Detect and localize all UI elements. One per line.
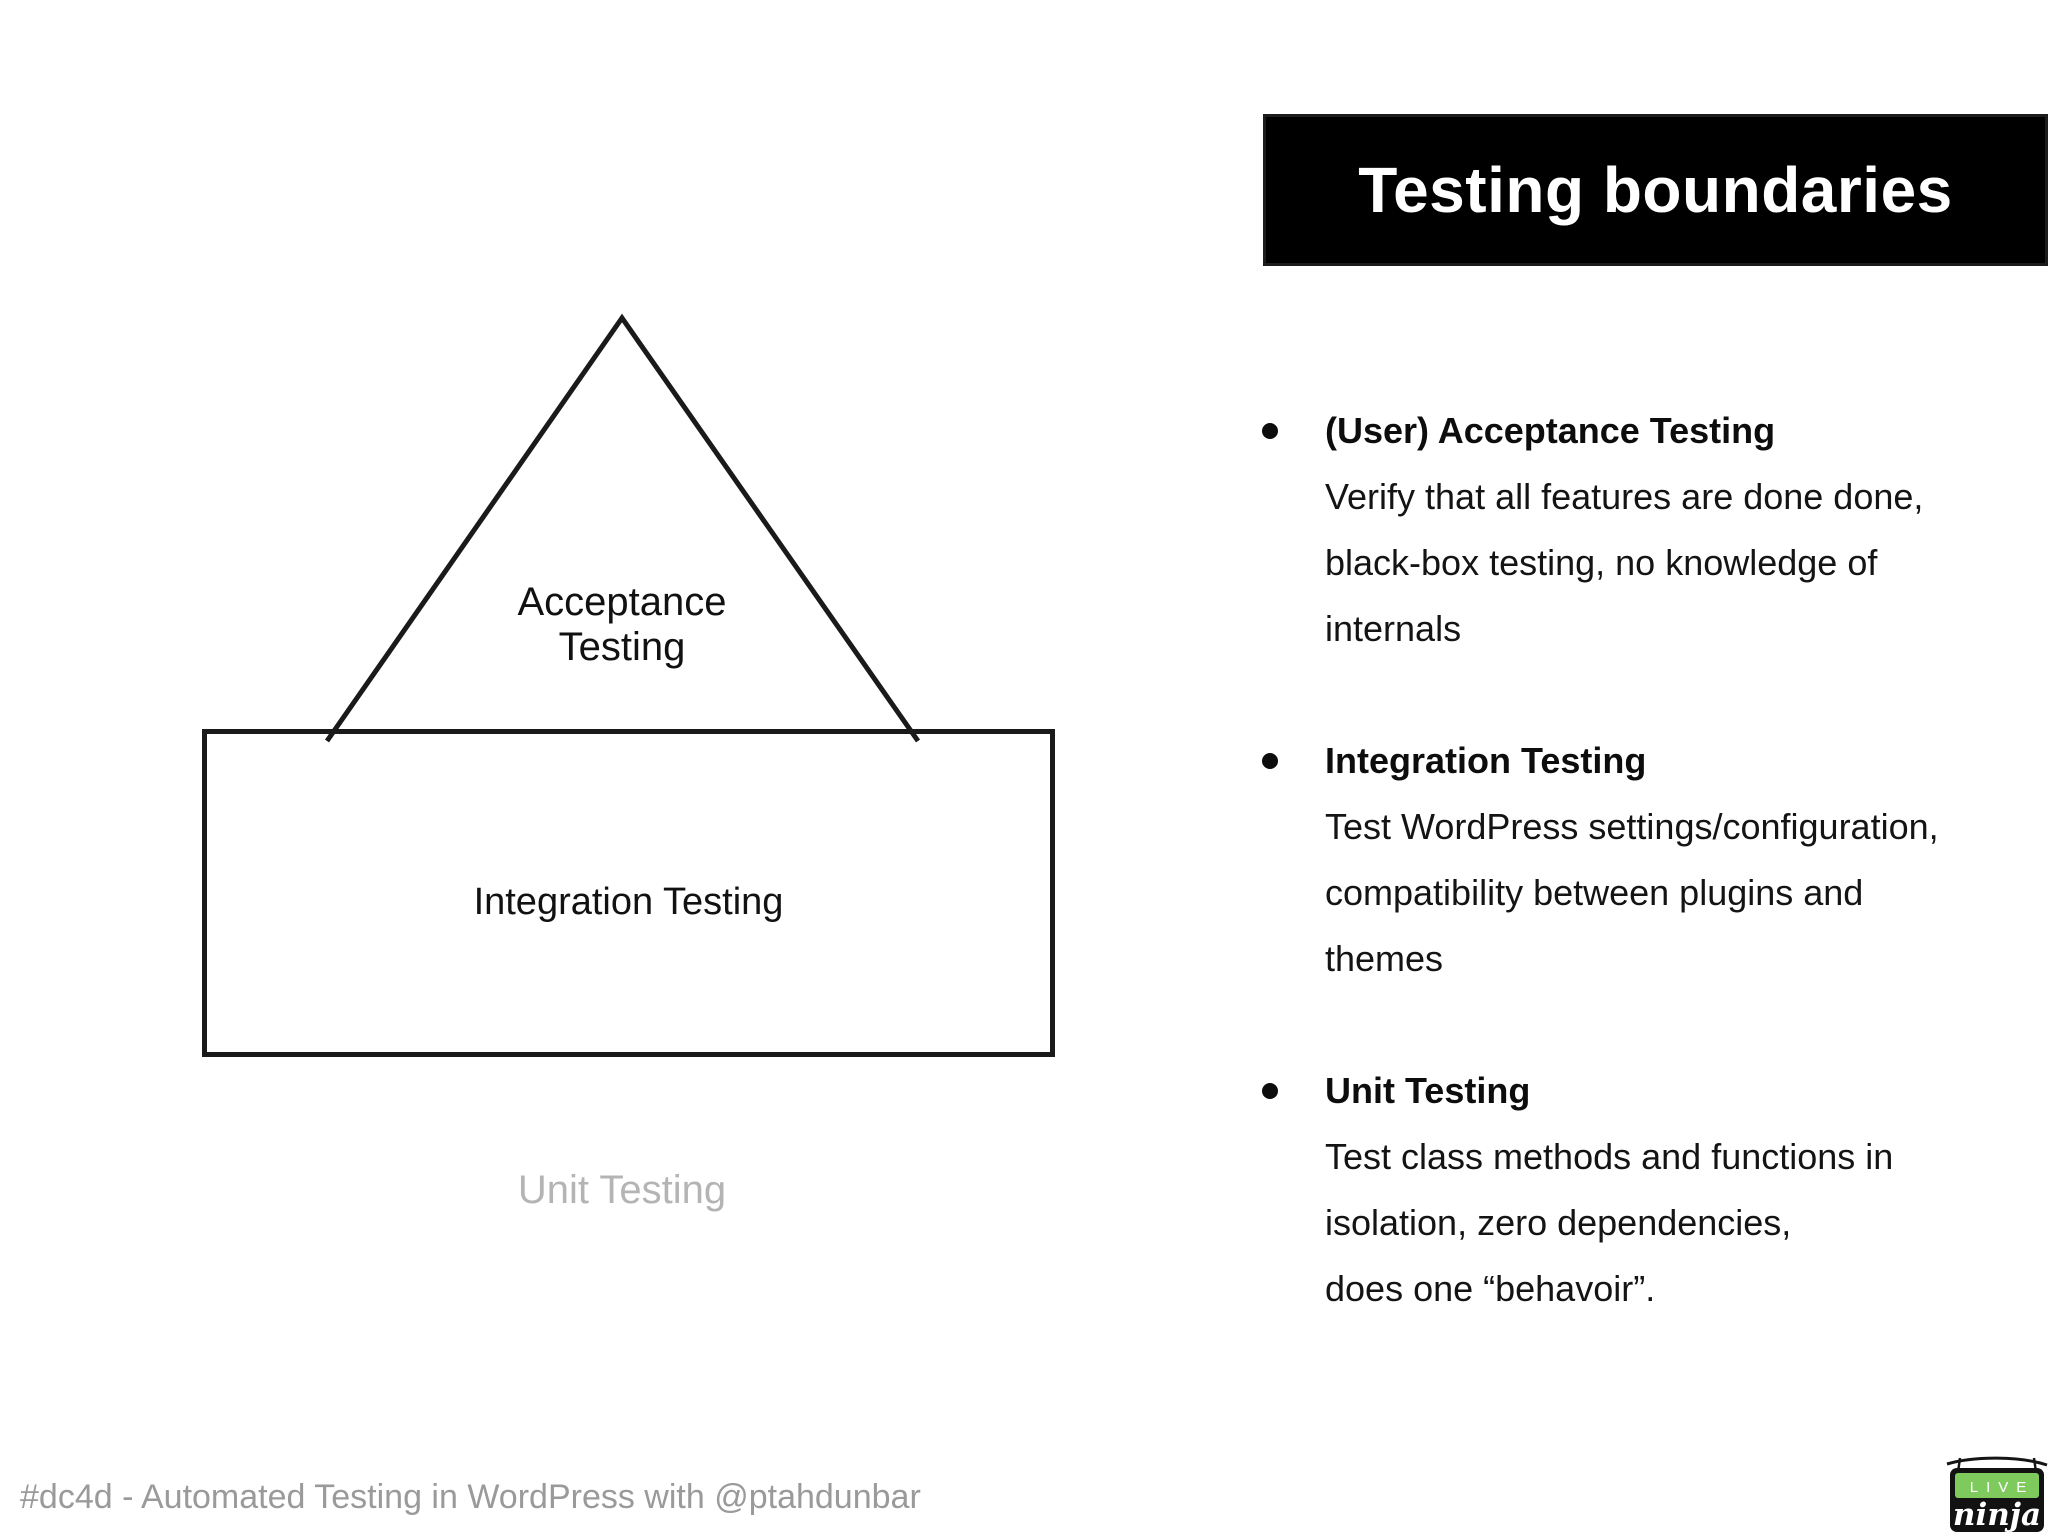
logo-hanger-rod-icon [1946, 1456, 2048, 1467]
acceptance-testing-label: Acceptance Testing [447, 580, 797, 670]
list-item-line: isolation, zero dependencies, [1325, 1202, 1792, 1243]
footer-credit: #dc4d - Automated Testing in WordPress w… [20, 1478, 921, 1516]
integration-testing-label: Integration Testing [473, 880, 784, 923]
list-item-integration: Integration Testing Test WordPress setti… [1256, 728, 2026, 992]
list-item-line: Test WordPress settings/configuration, [1325, 806, 1939, 847]
list-item-heading: (User) Acceptance Testing [1325, 410, 1776, 451]
list-item-line: Verify that all features are done done, [1325, 476, 1924, 517]
logo-ninja-text: ninja [1953, 1497, 2041, 1533]
testing-boundaries-list: (User) Acceptance Testing Verify that al… [1256, 398, 2026, 1388]
list-item-unit: Unit Testing Test class methods and func… [1256, 1058, 2026, 1322]
bullet-icon [1256, 398, 1325, 662]
list-item-heading: Integration Testing [1325, 740, 1647, 781]
list-item-line: Test class methods and functions in [1325, 1136, 1894, 1177]
list-item-line: compatibility between plugins and [1325, 872, 1864, 913]
live-ninja-logo: LIVE ninja [1946, 1456, 2048, 1533]
acceptance-label-line2: Testing [558, 625, 686, 669]
title-bar: Testing boundaries [1263, 114, 2048, 266]
bullet-icon [1256, 1058, 1325, 1322]
list-item-line: black-box testing, no knowledge of [1325, 542, 1878, 583]
logo-green-band [1955, 1473, 2039, 1498]
unit-testing-label: Unit Testing [517, 1168, 727, 1212]
list-item-heading: Unit Testing [1325, 1070, 1531, 1111]
list-item-acceptance: (User) Acceptance Testing Verify that al… [1256, 398, 2026, 662]
list-item-content: Integration Testing Test WordPress setti… [1325, 728, 2026, 992]
bullet-icon [1256, 728, 1325, 992]
acceptance-label-line1: Acceptance [517, 580, 727, 624]
list-item-content: (User) Acceptance Testing Verify that al… [1325, 398, 2026, 662]
list-item-line: themes [1325, 938, 1444, 979]
list-item-content: Unit Testing Test class methods and func… [1325, 1058, 2026, 1322]
page-title: Testing boundaries [1358, 154, 1953, 226]
logo-live-text: LIVE [1970, 1479, 2035, 1496]
list-item-line: does one “behavoir”. [1325, 1268, 1656, 1309]
integration-testing-box: Integration Testing [202, 729, 1055, 1057]
list-item-line: internals [1325, 608, 1462, 649]
